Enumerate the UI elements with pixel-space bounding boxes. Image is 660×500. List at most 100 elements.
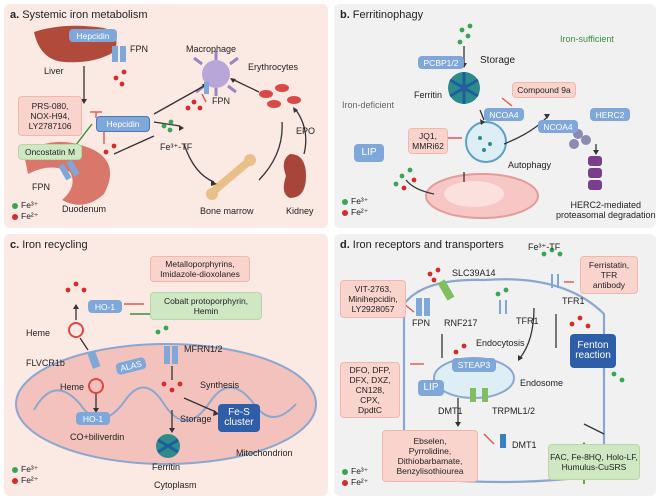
panel-a-title: a.Systemic iron metabolism bbox=[10, 9, 148, 21]
mfrn-label: MFRN1/2 bbox=[184, 344, 223, 354]
slc39a14-label: SLC39A14 bbox=[452, 268, 496, 278]
endosome-label: Endosome bbox=[520, 378, 564, 388]
cobalt-protoporphyrin-box: Cobalt protoporphyrin, Hemin bbox=[150, 292, 262, 320]
fe-s-cluster-box: Fe-S cluster bbox=[218, 404, 260, 432]
fpn-macrophage-label: FPN bbox=[212, 96, 230, 106]
fe-tf-label: Fe³⁺-TF bbox=[528, 242, 561, 252]
heme-ring-inner bbox=[88, 378, 104, 394]
flvcr-label: FLVCR1b bbox=[26, 358, 65, 368]
storage-label: Storage bbox=[180, 414, 212, 424]
epo-label: EPO bbox=[296, 126, 316, 136]
oncostatin-m-box: Oncostatin M bbox=[18, 144, 82, 160]
panel-b-title: b.Ferritinophagy bbox=[340, 9, 424, 21]
erythrocyte-to-macrophage-arrow bbox=[233, 79, 260, 93]
panel-d-title: d.Iron receptors and transporters bbox=[340, 239, 504, 251]
bone-marrow-shape bbox=[206, 154, 256, 200]
metalloporphyrin-box: Metalloporphyrins, Imidazole-dioxolanes bbox=[150, 256, 250, 282]
macrophage-shape bbox=[193, 51, 239, 96]
ferritin-cage bbox=[156, 434, 180, 458]
tfr1-label-inner: TFR1 bbox=[516, 316, 539, 326]
steap3-label: STEAP3 bbox=[452, 358, 496, 372]
fe3-legend-dot bbox=[342, 468, 348, 475]
panel-b-legend: Fe³⁺ Fe²⁺ bbox=[342, 196, 368, 218]
jq1-mmri62-box: JQ1, MMRi62 bbox=[408, 128, 448, 154]
fpn-label: FPN bbox=[412, 318, 430, 328]
dmt1-inner-label: DMT1 bbox=[438, 406, 463, 416]
erythrocytes-label: Erythrocytes bbox=[248, 62, 299, 72]
hepcidin-label-mid: Hepcidin bbox=[96, 116, 150, 132]
fe3-legend-dot bbox=[12, 202, 18, 209]
proteasome bbox=[588, 156, 602, 190]
panel-c-legend: Fe³⁺ Fe²⁺ bbox=[12, 464, 38, 486]
fenton-reaction-box: Fenton reaction bbox=[570, 334, 616, 368]
ferritin-label: Ferritin bbox=[414, 90, 443, 100]
fe-tf-label: Fe³⁺-TF bbox=[160, 142, 193, 152]
ho1-top-label: HO-1 bbox=[88, 300, 122, 313]
ferritin-label: Ferritin bbox=[152, 462, 181, 472]
fe2-legend-dot bbox=[12, 213, 18, 220]
synthesis-label: Synthesis bbox=[200, 380, 240, 390]
tf-to-bone-marrow-arrow bbox=[183, 143, 215, 183]
kidney-shape bbox=[283, 154, 306, 198]
herc2-degradation-text: HERC2-mediated proteasomal degradation bbox=[556, 200, 656, 220]
mitochondrion-cristae bbox=[33, 386, 297, 422]
panel-ferritinophagy: b.Ferritinophagy bbox=[334, 4, 656, 228]
herc2-label: HERC2 bbox=[590, 108, 630, 121]
heme-inner-label: Heme bbox=[60, 382, 85, 392]
dmt1-inhibitor-box: Ebselen, Pyrrolidine, Dithiobarbamate, B… bbox=[382, 430, 478, 482]
endocytosis-label: Endocytosis bbox=[476, 338, 525, 348]
panel-systemic-iron-metabolism: a.Systemic iron metabolism bbox=[4, 4, 328, 228]
cytoplasm-label: Cytoplasm bbox=[154, 480, 197, 490]
ho1-inner-label: HO-1 bbox=[76, 412, 110, 425]
ferritin-cage bbox=[448, 72, 480, 104]
compound-9a-box: Compound 9a bbox=[512, 82, 576, 98]
erythrocyte-cluster bbox=[259, 84, 301, 108]
autophagosome bbox=[465, 121, 507, 163]
kidney-label: Kidney bbox=[286, 206, 314, 216]
fe2-legend-dot bbox=[12, 477, 18, 484]
fpn-duodenum-label: FPN bbox=[32, 182, 50, 192]
ncoa4-label: NCOA4 bbox=[484, 108, 524, 121]
mitochondrion-outer bbox=[15, 343, 317, 465]
hepcidin-label-top: Hepcidin bbox=[69, 29, 117, 42]
trpml-label: TRPML1/2 bbox=[492, 406, 536, 416]
vit-2763-box: VIT-2763, Minihepcidin, LY2928057 bbox=[340, 280, 406, 318]
ncoa4-label-secondary: NCOA4 bbox=[538, 120, 578, 133]
panel-d-legend: Fe³⁺ Fe²⁺ bbox=[342, 466, 368, 488]
liver-label: Liver bbox=[44, 66, 64, 76]
duodenum-label: Duodenum bbox=[62, 204, 107, 214]
panel-b-diagram bbox=[393, 23, 602, 219]
bone-marrow-label: Bone marrow bbox=[200, 206, 254, 216]
heme-ring-top bbox=[68, 322, 84, 338]
lip-box: LIP bbox=[418, 380, 444, 396]
ferristatin-box: Ferristatin, TFR antibody bbox=[580, 256, 638, 294]
hepcidin-to-macrophage-arrow bbox=[153, 85, 205, 115]
fe2-legend-dot bbox=[342, 209, 348, 216]
panel-c-title: c.Iron recycling bbox=[10, 239, 88, 251]
autophagy-label: Autophagy bbox=[508, 160, 552, 170]
kidney-epo-arrow bbox=[295, 109, 307, 155]
iron-sufficient-label: Iron-sufficient bbox=[560, 34, 614, 44]
tfr1-label-outer: TFR1 bbox=[562, 296, 585, 306]
rnf217-label: RNF217 bbox=[444, 318, 478, 328]
fpn-liver-label: FPN bbox=[130, 44, 148, 54]
mitochondrion-label: Mitochondrion bbox=[236, 448, 293, 458]
dmt1-outer-label: DMT1 bbox=[512, 440, 537, 450]
panel-c-diagram bbox=[15, 281, 317, 465]
iron-supplement-box: FAC, Fe-8HQ, Holo-LF, Humulus-CuSRS bbox=[548, 444, 640, 480]
panel-a-legend: Fe³⁺ Fe²⁺ bbox=[12, 200, 38, 222]
fe3-legend-dot bbox=[12, 466, 18, 473]
fe2-legend-dot bbox=[342, 479, 348, 486]
pcbp-label: PCBP1/2 bbox=[418, 56, 464, 69]
lip-box: LIP bbox=[354, 144, 384, 162]
chelator-drugs-box: DFO, DFP, DFX, DXZ, CN128, CPX, DpdtC bbox=[340, 362, 400, 418]
storage-label: Storage bbox=[480, 55, 516, 66]
macrophage-label: Macrophage bbox=[186, 44, 237, 54]
heme-top-label: Heme bbox=[26, 328, 51, 338]
panel-iron-recycling: c.Iron recycling Metalloporphyrins, Imid… bbox=[4, 234, 328, 496]
panel-iron-receptors-transporters: d.Iron receptors and transporters bbox=[334, 234, 656, 496]
co-biliverdin-label: CO+biliverdin bbox=[70, 432, 125, 442]
iron-deficient-label: Iron-deficient bbox=[342, 100, 395, 110]
fe3-legend-dot bbox=[342, 198, 348, 205]
hepcidin-inhibitor-drugs: PRS-080, NOX-H94, LY2787106 bbox=[18, 96, 82, 136]
